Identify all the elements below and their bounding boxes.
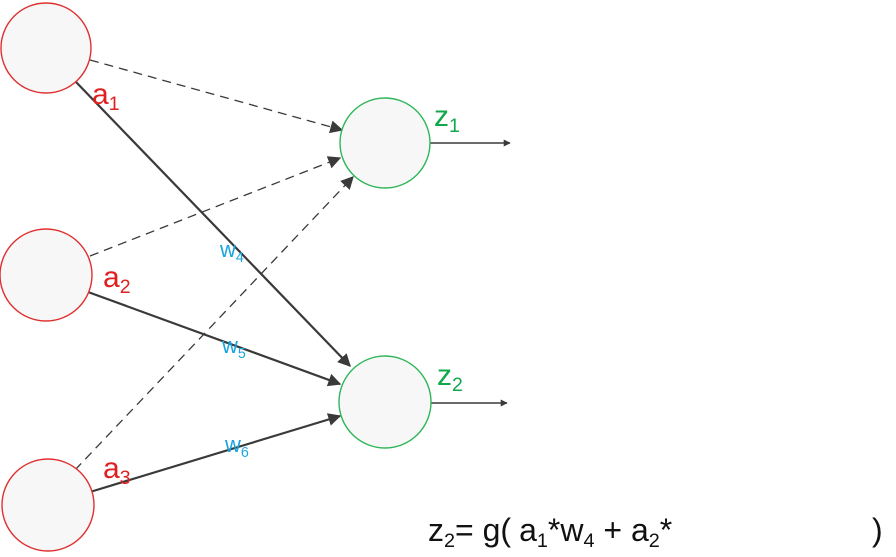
weight-label-w6: w6 [224,432,249,461]
edge-a1-z1 [89,59,344,134]
formula-close: ) [872,512,883,548]
weight-label-w4: w4 [219,237,244,266]
formula: z2= g(a1*w4 + a2* [428,512,672,552]
label-a2: a2 [103,261,131,298]
input-node-a3 [1,458,95,552]
edge-a3-z1 [74,176,354,471]
input-node-a2 [0,228,93,322]
label-a3: a3 [103,452,131,489]
edge-a3-z2 [89,413,342,494]
output-node-z1 [339,97,431,189]
label-z2: z2 [437,359,463,396]
edge-a2-z1 [89,156,342,257]
input-node-a1 [0,2,92,94]
edge-a1-z2 [75,81,351,367]
weight-label-w5: w5 [221,333,246,362]
output-node-z2 [338,355,432,449]
watermark: 头条 @深度学习AI [690,518,873,543]
edge-a2-z2 [87,290,342,387]
label-a1: a1 [92,78,120,115]
label-z1: z1 [434,100,460,137]
